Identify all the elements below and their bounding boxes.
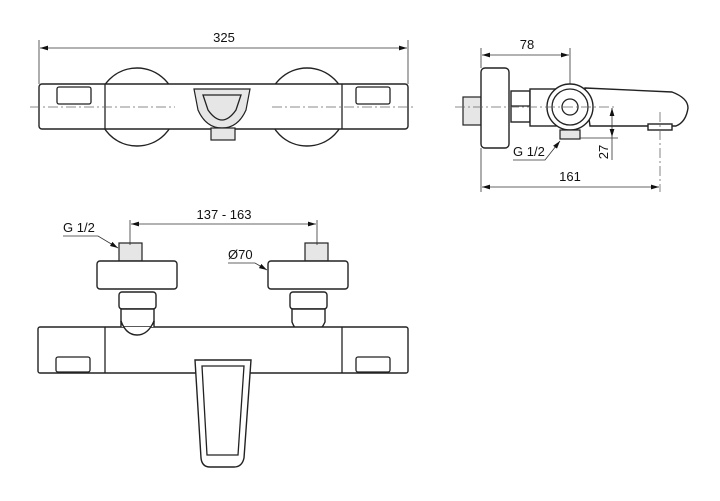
- spacing-dimension-label: 137 - 163: [197, 207, 252, 222]
- wall-disc-left-front: [96, 260, 178, 290]
- handle-grip-left-front: [55, 356, 91, 373]
- inlet-thread: [462, 96, 482, 126]
- hex-nut-left: [118, 291, 157, 310]
- outlet-thread-label: G 1/2: [513, 144, 545, 159]
- disc-diameter-label: Ø70: [228, 247, 253, 262]
- hex-nut-right: [289, 291, 328, 310]
- outlet-thread-side: [559, 129, 581, 140]
- outlet-thread: [210, 127, 236, 141]
- total-depth-label: 161: [559, 169, 581, 184]
- inlet-thread-left: [118, 242, 143, 262]
- inlet-thread-right: [304, 242, 329, 262]
- front-view: 137 - 163 G 1/2 Ø70: [37, 207, 409, 468]
- outlet-height-label: 27: [596, 145, 611, 159]
- wall-disc: [480, 67, 510, 149]
- handle-grip-right: [355, 86, 391, 105]
- handle-grip-right-front: [355, 356, 391, 373]
- side-view: 78 27 G 1/2 161: [455, 37, 689, 192]
- top-view: 325: [30, 30, 415, 147]
- depth-dimension-label: 78: [520, 37, 534, 52]
- wall-disc-right-front: [267, 260, 349, 290]
- spout-front: [194, 359, 252, 468]
- width-dimension-label: 325: [213, 30, 235, 45]
- inlet-thread-label: G 1/2: [63, 220, 95, 235]
- handle-grip-left: [56, 86, 92, 105]
